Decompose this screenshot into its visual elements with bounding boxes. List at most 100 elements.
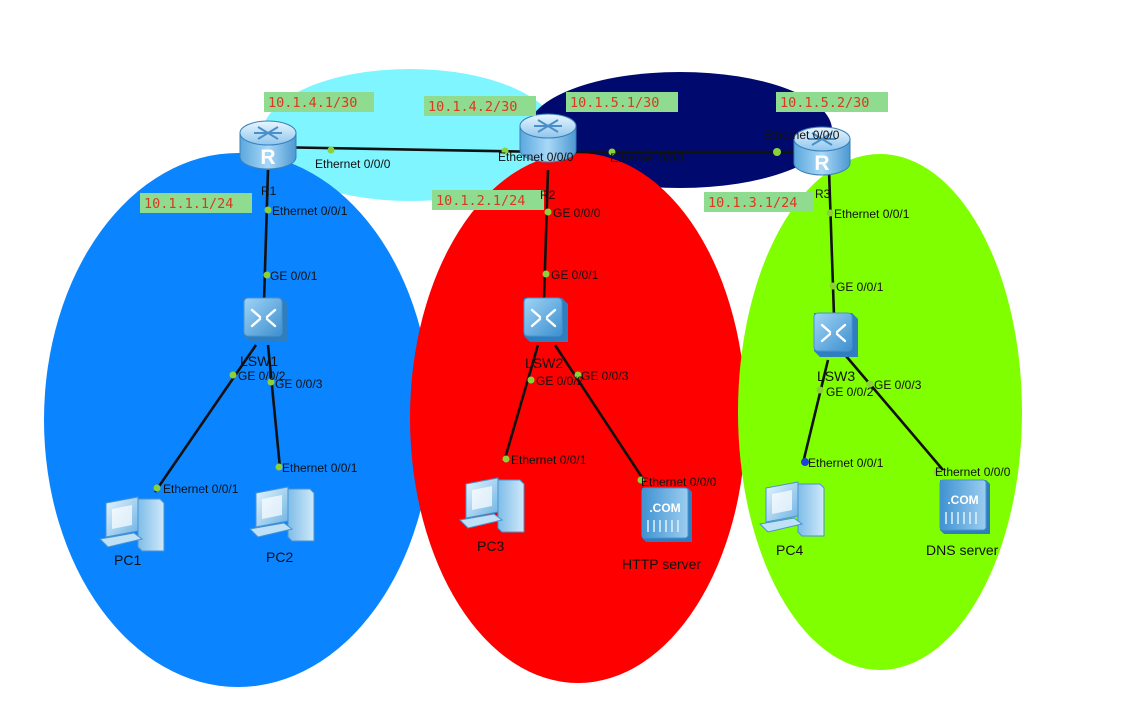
port-dot <box>153 484 161 492</box>
link-r1-r2 <box>267 145 549 154</box>
router-icon: R <box>239 120 297 170</box>
port-label: GE 0/0/1 <box>551 268 599 282</box>
port-label: Ethernet 0/0/1 <box>282 461 358 475</box>
port-dot <box>829 282 837 290</box>
port-label: GE 0/0/2 <box>238 369 286 383</box>
ip-label-r1-wan: 10.1.4.1/30 <box>268 95 357 111</box>
switch-lsw2[interactable] <box>523 297 568 342</box>
device-labels: R1 R2 R3 LSW1 LSW2 LSW3 PC1 PC2 PC3 PC4 … <box>114 184 999 572</box>
switch-icon <box>813 312 858 357</box>
port-dot <box>826 209 834 217</box>
port-dot <box>637 476 645 484</box>
port-dot <box>773 148 781 156</box>
device-label-pc1: PC1 <box>114 552 141 568</box>
router-r2[interactable] <box>519 113 577 163</box>
switch-icon <box>523 297 568 342</box>
server-dns[interactable]: .COM <box>939 479 990 534</box>
device-label-r1: R1 <box>261 184 277 198</box>
pc-pc1[interactable] <box>98 496 165 552</box>
computer-icon <box>758 481 825 537</box>
ip-label-r1-lan: 10.1.1.1/24 <box>144 196 233 212</box>
port-label: GE 0/0/1 <box>836 280 884 294</box>
ip-label-r2-lan: 10.1.2.1/24 <box>436 193 525 209</box>
switch-lsw3[interactable] <box>813 312 858 357</box>
port-dot <box>263 271 271 279</box>
port-label: Ethernet 0/0/0 <box>498 150 574 164</box>
link-r1-lsw1 <box>262 169 270 303</box>
server-icon: .COM <box>939 479 990 534</box>
port-dot <box>544 208 552 216</box>
ip-label-bg <box>704 192 814 212</box>
ip-label-bg <box>264 92 374 112</box>
link-r2-lsw2 <box>542 169 550 301</box>
port-dot <box>801 458 809 466</box>
port-label: Ethernet 0/0/1 <box>808 456 884 470</box>
port-label: GE 0/0/3 <box>874 378 922 392</box>
lan-zone-2 <box>410 153 746 683</box>
port-label: Ethernet 0/0/0 <box>641 475 717 489</box>
port-label: Ethernet 0/0/0 <box>935 465 1011 479</box>
ip-label-r2-wan1: 10.1.4.2/30 <box>428 99 517 115</box>
link-lsw3-pc4 <box>801 359 830 464</box>
port-label: GE 0/0/3 <box>581 369 629 383</box>
port-dot <box>574 371 582 379</box>
port-dot <box>527 376 535 384</box>
router-r3[interactable]: R <box>793 126 851 176</box>
port-label: GE 0/0/2 <box>536 374 584 388</box>
network-zones <box>44 69 1022 687</box>
server-logo-text: .COM <box>947 493 978 507</box>
link-r3-lsw3 <box>827 169 836 317</box>
device-label-dns: DNS server <box>926 542 999 558</box>
port-label: Ethernet 0/0/0 <box>764 128 840 142</box>
switch-lsw1[interactable] <box>243 297 288 342</box>
port-dot <box>542 270 550 278</box>
device-label-pc2: PC2 <box>266 549 293 565</box>
port-label: Ethernet 0/0/1 <box>272 204 348 218</box>
port-label: Ethernet 0/0/1 <box>834 207 910 221</box>
computer-icon <box>248 486 315 542</box>
ip-label-bg <box>776 92 888 112</box>
ip-label-bg <box>566 92 678 112</box>
port-label: Ethernet 0/0/0 <box>315 157 391 171</box>
ip-label-bg <box>140 193 252 213</box>
link-lsw3-dns <box>845 355 944 471</box>
server-http[interactable]: .COM <box>641 487 692 542</box>
port-label: GE 0/0/2 <box>826 385 874 399</box>
lan-zone-3 <box>738 154 1022 670</box>
port-label: GE 0/0/1 <box>270 269 318 283</box>
ip-labels: 10.1.4.1/30 10.1.4.2/30 10.1.5.1/30 10.1… <box>140 92 888 213</box>
router-glyph: R <box>260 146 275 169</box>
port-labels: Ethernet 0/0/0 Ethernet 0/0/1 Ethernet 0… <box>163 128 1011 496</box>
pc-pc3[interactable] <box>458 477 525 533</box>
pc-pc2[interactable] <box>248 486 315 542</box>
port-label: Ethernet 0/0/1 <box>163 482 239 496</box>
port-dot <box>501 147 509 155</box>
link-lsw1-pc1 <box>153 344 258 493</box>
device-label-r3: R3 <box>815 187 831 201</box>
switch-icon <box>243 297 288 342</box>
link-lsw1-pc2 <box>266 344 282 469</box>
port-label: Ethernet 0/0/1 <box>511 453 587 467</box>
port-label: Ethernet 0/0/1 <box>610 151 686 165</box>
router-r1[interactable]: R <box>239 120 297 170</box>
server-logo-text: .COM <box>649 501 680 515</box>
port-dot <box>816 386 824 394</box>
port-dot <box>608 148 616 156</box>
port-dot <box>933 468 941 476</box>
port-dot <box>275 463 283 471</box>
server-icon: .COM <box>641 487 692 542</box>
ip-label-bg <box>424 96 536 116</box>
device-label-lsw1: LSW1 <box>240 353 278 369</box>
computer-icon <box>458 477 525 533</box>
router-icon: R <box>793 126 851 176</box>
device-label-http: HTTP server <box>622 556 701 572</box>
port-dot <box>502 455 510 463</box>
lan-zone-1 <box>44 153 432 687</box>
ip-label-bg <box>432 190 544 210</box>
computer-icon <box>98 496 165 552</box>
device-label-lsw2: LSW2 <box>525 355 563 371</box>
device-label-r2: R2 <box>540 188 556 202</box>
port-dot <box>229 371 237 379</box>
pc-pc4[interactable] <box>758 481 825 537</box>
device-label-pc3: PC3 <box>477 538 504 554</box>
